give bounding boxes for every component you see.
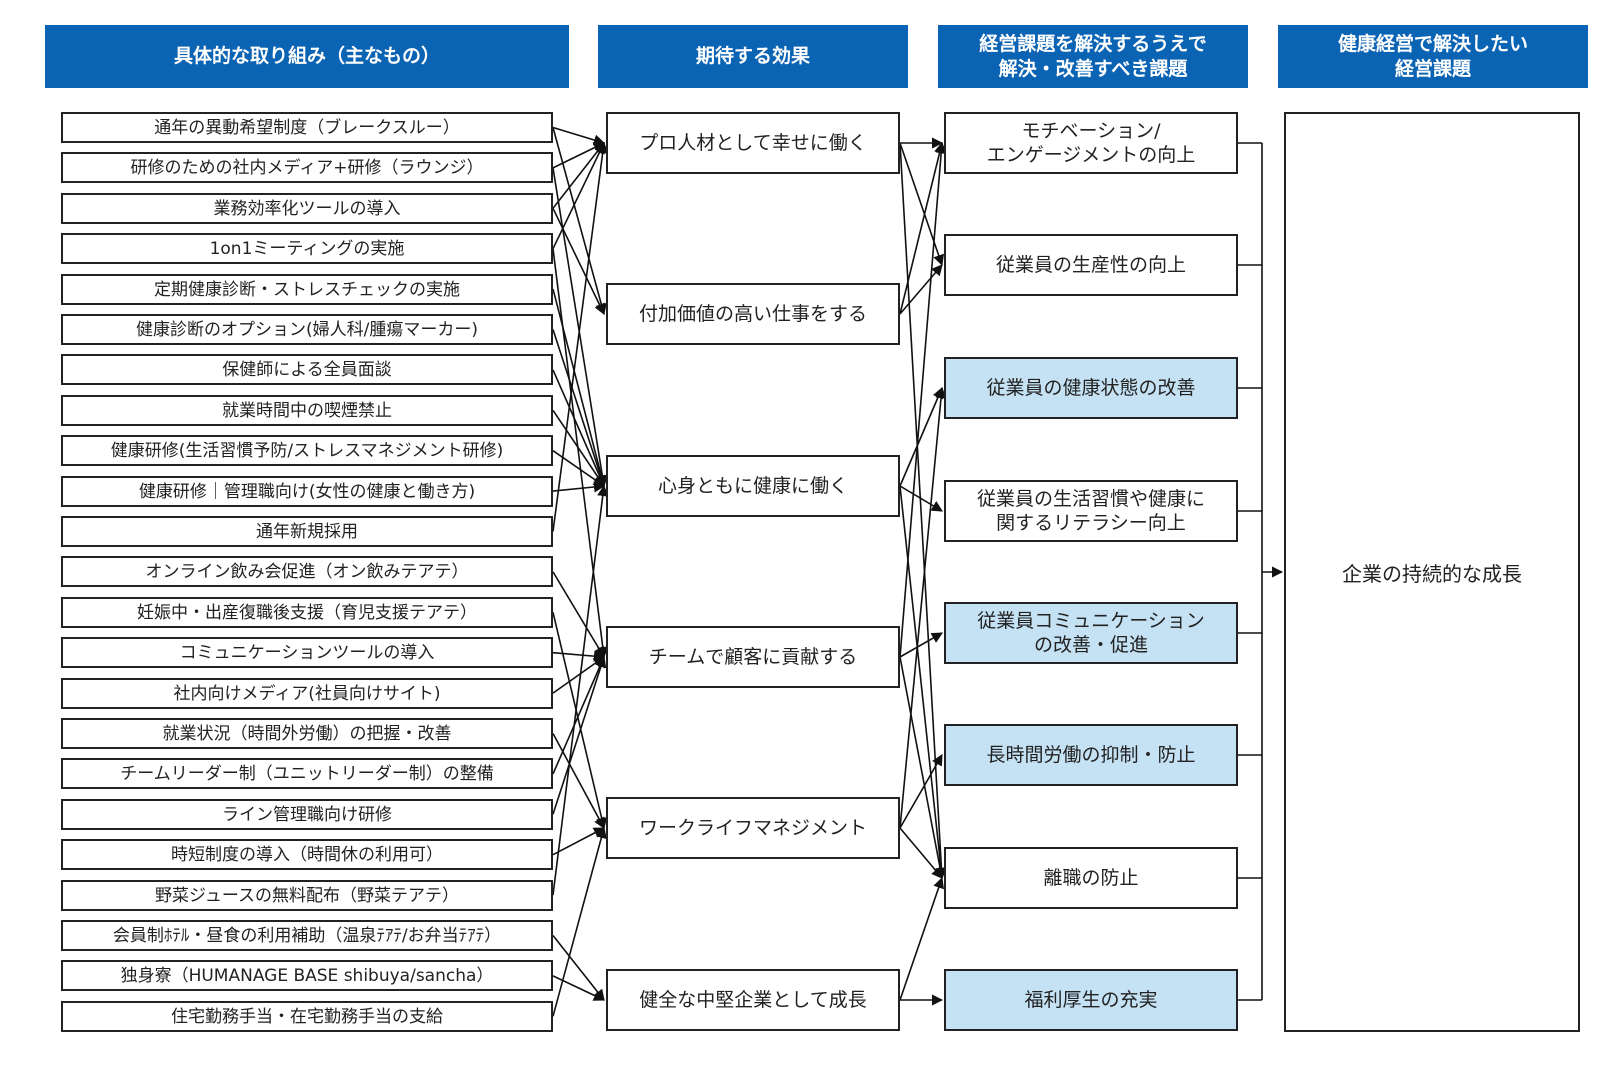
issue-item: 従業員の生産性の向上 bbox=[944, 234, 1238, 296]
effect-issue-arrow bbox=[899, 485, 943, 512]
initiative-item: 会員制ﾎﾃﾙ・昼食の利用補助（温泉ﾃｱﾃ/お弁当ﾃｱﾃ） bbox=[61, 920, 553, 951]
issue-item: 長時間労働の抑制・防止 bbox=[944, 724, 1238, 786]
initiative-item: 1on1ミーティングの実施 bbox=[61, 233, 553, 264]
initiative-effect-arrow bbox=[552, 248, 609, 659]
effect-issue-arrow bbox=[899, 827, 943, 879]
initiative-item: チームリーダー制（ユニットリーダー制）の整備 bbox=[61, 758, 553, 789]
header-effects: 期待する効果 bbox=[598, 25, 908, 88]
initiative-effect-arrow bbox=[552, 126, 606, 146]
initiative-item: 社内向けメディア(社員向けサイト) bbox=[61, 678, 553, 709]
initiative-item: オンライン飲み会促進（オン飲みテアテ） bbox=[61, 556, 553, 587]
initiative-item: 住宅勤務手当・在宅勤務手当の支給 bbox=[61, 1001, 553, 1032]
initiative-item: 業務効率化ツールの導入 bbox=[61, 193, 553, 224]
initiative-effect-arrow bbox=[552, 975, 606, 1001]
initiative-effect-arrow bbox=[552, 655, 607, 815]
effect-issue-arrow bbox=[899, 141, 947, 658]
issue-item: 従業員コミュニケーション の改善・促進 bbox=[944, 602, 1238, 664]
effect-issue-arrow bbox=[899, 656, 946, 880]
effect-issue-arrow bbox=[899, 264, 943, 315]
initiative-item: 通年の異動希望制度（ブレークスルー） bbox=[61, 112, 553, 143]
effect-issue-arrow bbox=[899, 876, 945, 1001]
effect-issue-arrow bbox=[899, 386, 947, 829]
effect-issue-arrow bbox=[899, 485, 947, 880]
initiative-item: 通年新規採用 bbox=[61, 516, 553, 547]
initiative-effect-arrow bbox=[552, 450, 605, 487]
initiative-effect-arrow bbox=[552, 935, 605, 1001]
issue-item: 従業員の健康状態の改善 bbox=[944, 357, 1238, 419]
effect-issue-arrow bbox=[899, 142, 945, 267]
initiative-item: コミュニケーションツールの導入 bbox=[61, 637, 553, 668]
initiative-effect-arrow bbox=[552, 207, 605, 316]
initiative-effect-arrow bbox=[552, 369, 606, 488]
initiative-effect-arrow bbox=[552, 127, 607, 316]
initiative-item: 独身寮（HUMANAGE BASE shibuya/sancha） bbox=[61, 960, 553, 991]
initiative-effect-arrow bbox=[552, 481, 606, 493]
initiative-item: 妊娠中・出産復職後支援（育児支援テアテ） bbox=[61, 597, 553, 628]
initiative-effect-arrow bbox=[552, 826, 607, 1017]
effect-item: 健全な中堅企業として成長 bbox=[606, 969, 900, 1031]
issue-item: モチベーション/ エンゲージメントの向上 bbox=[944, 112, 1238, 174]
initiative-item: 野菜ジュースの無料配布（野菜テアテ） bbox=[61, 880, 553, 911]
initiative-effect-arrow bbox=[552, 141, 605, 250]
goal-box: 企業の持続的な成長 bbox=[1284, 112, 1580, 1032]
initiative-effect-arrow bbox=[552, 733, 605, 829]
initiative-effect-arrow bbox=[552, 612, 608, 830]
initiative-effect-arrow bbox=[552, 655, 606, 775]
effect-issue-arrow bbox=[899, 754, 943, 829]
header-goal: 健康経営で解決したい 経営課題 bbox=[1278, 25, 1588, 88]
initiative-item: 時短制度の導入（時間休の利用可） bbox=[61, 839, 553, 870]
initiative-item: 保健師による全員面談 bbox=[61, 354, 553, 385]
effect-item: ワークライフマネジメント bbox=[606, 797, 900, 859]
effect-item: 付加価値の高い仕事をする bbox=[606, 283, 900, 345]
effect-issue-arrow bbox=[899, 632, 943, 658]
initiative-item: 就業状況（時間外労働）の把握・改善 bbox=[61, 718, 553, 749]
issue-item: 従業員の生活習慣や健康に 関するリテラシー向上 bbox=[944, 480, 1238, 542]
initiative-effect-arrow bbox=[552, 650, 606, 662]
effect-item: チームで顧客に貢献する bbox=[606, 626, 900, 688]
issue-item: 福利厚生の充実 bbox=[944, 969, 1238, 1031]
issue-item: 離職の防止 bbox=[944, 847, 1238, 909]
effect-item: 心身ともに健康に働く bbox=[606, 455, 900, 517]
effect-issue-arrow bbox=[899, 386, 944, 487]
initiative-item: 研修のための社内メディア+研修（ラウンジ） bbox=[61, 152, 553, 183]
initiative-item: 健康研修｜管理職向け(女性の健康と働き方) bbox=[61, 476, 553, 507]
initiative-item: 健康診断のオプション(婦人科/腫瘍マーカー) bbox=[61, 314, 553, 345]
initiative-item: 定期健康診断・ストレスチェックの実施 bbox=[61, 274, 553, 305]
initiative-effect-arrow bbox=[552, 827, 605, 856]
initiative-effect-arrow bbox=[552, 484, 609, 896]
initiative-item: ライン管理職向け研修 bbox=[61, 799, 553, 830]
effect-issue-arrow bbox=[899, 141, 946, 315]
initiative-effect-arrow bbox=[552, 288, 607, 488]
header-initiatives: 具体的な取り組み（主なもの） bbox=[45, 25, 569, 88]
effect-item: プロ人材として幸せに働く bbox=[606, 112, 900, 174]
initiative-effect-arrow bbox=[552, 409, 605, 487]
initiative-effect-arrow bbox=[552, 329, 607, 488]
header-issues: 経営課題を解決するうえで 解決・改善すべき課題 bbox=[938, 25, 1248, 88]
initiative-item: 健康研修(生活習慣予防/ストレスマネジメント研修) bbox=[61, 435, 553, 466]
initiative-effect-arrow bbox=[552, 167, 608, 488]
initiative-effect-arrow bbox=[552, 141, 609, 532]
initiative-effect-arrow bbox=[552, 571, 605, 658]
initiative-item: 就業時間中の喫煙禁止 bbox=[61, 395, 553, 426]
